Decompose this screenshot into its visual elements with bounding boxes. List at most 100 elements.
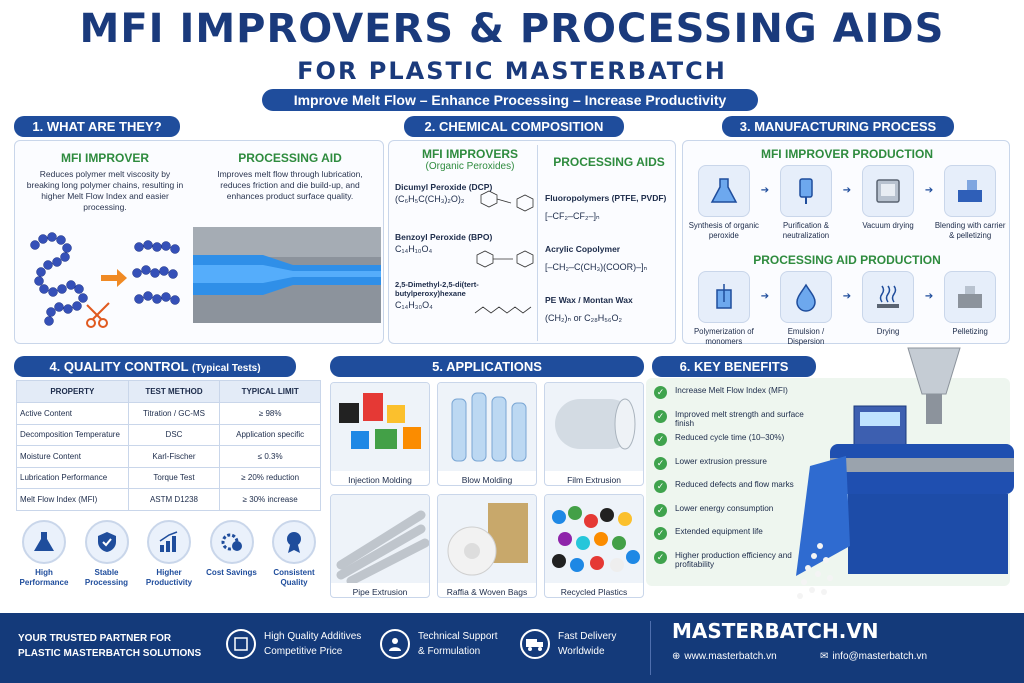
website-link[interactable]: ⊕www.masterbatch.vn bbox=[672, 651, 777, 662]
benefit-item: ✓Reduced defects and flow marks bbox=[654, 480, 814, 504]
application-pipe-extrusion: Pipe Extrusion bbox=[330, 494, 430, 598]
feature-high-performance: High Performance bbox=[14, 520, 74, 587]
molecule-structures-icon bbox=[474, 190, 534, 314]
benefit-item: ✓Reduced cycle time (10–30%) bbox=[654, 433, 814, 457]
machine-icon bbox=[944, 271, 997, 323]
arrow-icon: ➔ bbox=[842, 185, 852, 196]
column-divider bbox=[537, 145, 538, 341]
table-row: Melt Flow Index (MFI)ASTM D1238≥ 30% inc… bbox=[16, 488, 321, 511]
step-pelletizing: Pelletizing bbox=[933, 271, 1007, 337]
mfi-improver-title: MFI IMPROVER bbox=[60, 151, 149, 165]
globe-icon: ⊕ bbox=[672, 651, 681, 662]
arrow-icon: ➔ bbox=[842, 291, 852, 302]
section-1-panel: MFI IMPROVER Reduces polymer melt viscos… bbox=[14, 140, 384, 344]
section-2-heading: 2. CHEMICAL COMPOSITION bbox=[404, 116, 624, 137]
recycled-plastics-image bbox=[545, 495, 643, 583]
processing-aids-title: PROCESSING AIDS bbox=[553, 155, 665, 169]
check-icon: ✓ bbox=[654, 527, 667, 540]
mfi-improver-block: MFI IMPROVER Reduces polymer melt viscos… bbox=[25, 151, 185, 213]
processing-aid-title: PROCESSING AID bbox=[238, 151, 342, 165]
arrow-icon: ➔ bbox=[924, 291, 934, 302]
application-raffia: Raffia & Woven Bags bbox=[437, 494, 537, 598]
benefit-item: ✓Extended equipment life bbox=[654, 527, 814, 551]
step-drying: Drying bbox=[851, 271, 925, 337]
pelletizer-icon bbox=[944, 165, 997, 217]
feature-icons-row: High Performance Stable Processing Highe… bbox=[14, 520, 324, 587]
chem-item-dcp: Dicumyl Peroxide (DCP) (C₆H₅C(CH₃)₂O)₂ bbox=[395, 182, 493, 204]
gear-dollar-icon bbox=[209, 520, 254, 564]
application-film-extrusion: Film Extrusion bbox=[544, 382, 644, 486]
page-subtitle: FOR PLASTIC MASTERBATCH bbox=[297, 57, 727, 85]
mfi-improvers-title: MFI IMPROVERS bbox=[421, 147, 518, 161]
table-header-row: PROPERTY TEST METHOD TYPICAL LIMIT bbox=[16, 380, 321, 403]
footer-divider bbox=[650, 621, 651, 675]
check-icon: ✓ bbox=[654, 409, 667, 423]
mail-icon: ✉ bbox=[820, 651, 829, 662]
benefit-item: ✓Lower extrusion pressure bbox=[654, 456, 814, 481]
raffia-image bbox=[438, 495, 536, 583]
feature-stable-processing: Stable Processing bbox=[77, 520, 137, 587]
polymer-chain-illustration bbox=[30, 232, 180, 328]
step-polymerization: Polymerization of monomers bbox=[687, 271, 761, 346]
benefit-item: ✓Improved melt strength and surface fini… bbox=[654, 409, 814, 434]
check-icon: ✓ bbox=[654, 456, 667, 470]
section-2-panel: MFI IMPROVERS (Organic Peroxides) Dicumy… bbox=[388, 140, 676, 344]
applications-grid: Injection Molding Blow Molding Film Extr… bbox=[330, 382, 644, 598]
heat-icon bbox=[862, 271, 915, 323]
chem-item-wax: PE Wax / Montan Wax (CH₂)ₙ or C₂₈H₅₆O₂ bbox=[545, 295, 633, 323]
brand-name: MASTERBATCH.VN bbox=[672, 619, 879, 643]
injection-molding-image bbox=[331, 383, 429, 471]
section-3-heading: 3. MANUFACTURING PROCESS bbox=[722, 116, 954, 137]
feature-consistent-quality: Consistent Quality bbox=[264, 520, 324, 587]
benefit-item: ✓Increase Melt Flow Index (MFI) bbox=[654, 386, 814, 410]
footer-feature-delivery: Fast Delivery Worldwide bbox=[520, 629, 616, 659]
flask-icon bbox=[697, 165, 750, 217]
arrow-icon: ➔ bbox=[760, 291, 770, 302]
check-icon: ✓ bbox=[654, 550, 667, 564]
shield-check-icon bbox=[84, 520, 129, 564]
benefit-item: ✓Lower energy consumption bbox=[654, 503, 814, 528]
chem-item-bpo: Benzoyl Peroxide (BPO) C₁₄H₁₀O₄ bbox=[395, 232, 493, 254]
processing-aids-column: PROCESSING AIDS Fluoropolymers (PTFE, PV… bbox=[545, 155, 673, 324]
certificate-icon bbox=[226, 629, 256, 659]
processing-aid-desc: Improves melt flow through lubrication, … bbox=[217, 169, 363, 202]
chem-item-dbph: 2,5-Dimethyl-2,5-di(tert-butylperoxy)hex… bbox=[395, 280, 479, 310]
aid-production-title: PROCESSING AID PRODUCTION bbox=[753, 253, 941, 267]
section-4-heading: 4. QUALITY CONTROL (Typical Tests) bbox=[14, 356, 296, 377]
section-3-panel: MFI IMPROVER PRODUCTION Synthesis of org… bbox=[682, 140, 1010, 346]
mfi-improver-desc: Reduces polymer melt viscosity by breaki… bbox=[26, 169, 184, 213]
mfi-improvers-subtitle: (Organic Peroxides) bbox=[425, 161, 515, 172]
mfi-production-steps: Synthesis of organic peroxide ➔ Purifica… bbox=[687, 165, 1007, 240]
medal-icon bbox=[272, 520, 316, 564]
check-icon: ✓ bbox=[654, 386, 667, 399]
die-flow-illustration bbox=[193, 227, 381, 323]
arrow-icon: ➔ bbox=[760, 185, 770, 196]
section-6-heading: 6. KEY BENEFITS bbox=[652, 356, 816, 377]
email-link[interactable]: ✉info@masterbatch.vn bbox=[820, 651, 928, 662]
footer-feature-quality: High Quality Additives Competitive Price bbox=[226, 629, 361, 659]
flask-icon bbox=[22, 520, 66, 564]
mfi-improvers-column: MFI IMPROVERS (Organic Peroxides) Dicumy… bbox=[395, 147, 545, 310]
bar-growth-icon bbox=[147, 520, 191, 564]
aid-production-steps: Polymerization of monomers ➔ Emulsion / … bbox=[687, 271, 1007, 346]
processing-aid-block: PROCESSING AID Improves melt flow throug… bbox=[205, 151, 375, 202]
mfi-production-title: MFI IMPROVER PRODUCTION bbox=[760, 147, 933, 161]
extruder-machine-illustration bbox=[796, 347, 1014, 599]
check-icon: ✓ bbox=[654, 480, 667, 493]
footer-feature-support: Technical Support & Formulation bbox=[380, 629, 498, 659]
application-blow-molding: Blow Molding bbox=[437, 382, 537, 486]
page-title: MFI IMPROVERS & PROCESSING AIDS bbox=[79, 6, 945, 52]
pipe-extrusion-image bbox=[331, 495, 429, 583]
footer-partner-text: YOUR TRUSTED PARTNER FOR PLASTIC MASTERB… bbox=[18, 633, 202, 659]
benefit-item: ✓Higher production efficiency and profit… bbox=[654, 550, 814, 581]
droplet-icon bbox=[779, 271, 832, 323]
quality-control-table: PROPERTY TEST METHOD TYPICAL LIMIT Activ… bbox=[16, 380, 321, 511]
beaker-icon bbox=[697, 271, 750, 323]
section-5-heading: 5. APPLICATIONS bbox=[330, 356, 644, 377]
step-vacuum-drying: Vacuum drying bbox=[851, 165, 925, 231]
section-1-heading: 1. WHAT ARE THEY? bbox=[14, 116, 180, 137]
step-blending: Blending with carrier & pelletizing bbox=[933, 165, 1007, 240]
truck-icon bbox=[520, 629, 550, 659]
